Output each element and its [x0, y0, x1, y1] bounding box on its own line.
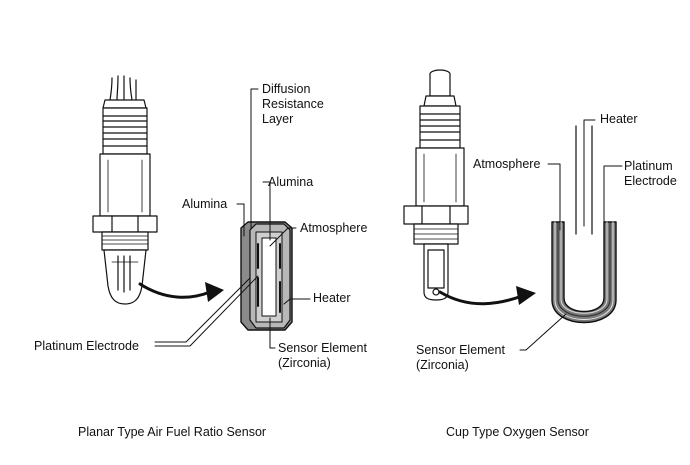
planar-sensing-element: [240, 221, 293, 331]
label-sensor-element-planar: Sensor Element (Zirconia): [278, 341, 367, 370]
label-platinum-electrode-cup: Platinum Electrode: [624, 159, 677, 188]
caption-planar-sensor: Planar Type Air Fuel Ratio Sensor: [78, 425, 267, 439]
planar-leader-lines: [154, 88, 311, 349]
label-alumina-left: Alumina: [182, 197, 228, 211]
cup-sensor-body: [403, 69, 469, 301]
caption-cup-sensor: Cup Type Oxygen Sensor: [446, 425, 589, 439]
planar-sensor-body: [92, 75, 158, 305]
planar-arrow: [138, 282, 224, 302]
label-heater-planar: Heater: [313, 291, 351, 305]
label-atmosphere-cup: Atmosphere: [473, 157, 541, 171]
label-sensor-element-cup: Sensor Element (Zirconia): [416, 343, 505, 372]
label-alumina-right: Alumina: [268, 175, 314, 189]
cup-leader-lines: [519, 119, 623, 351]
cup-arrow: [438, 286, 536, 306]
label-atmosphere-planar: Atmosphere: [300, 221, 368, 235]
label-heater-cup: Heater: [600, 112, 638, 126]
label-platinum-electrode-planar: Platinum Electrode: [34, 339, 139, 353]
cup-sensing-element: [551, 125, 617, 324]
label-diffusion-resistance-layer: Diffusion Resistance Layer: [262, 82, 324, 126]
